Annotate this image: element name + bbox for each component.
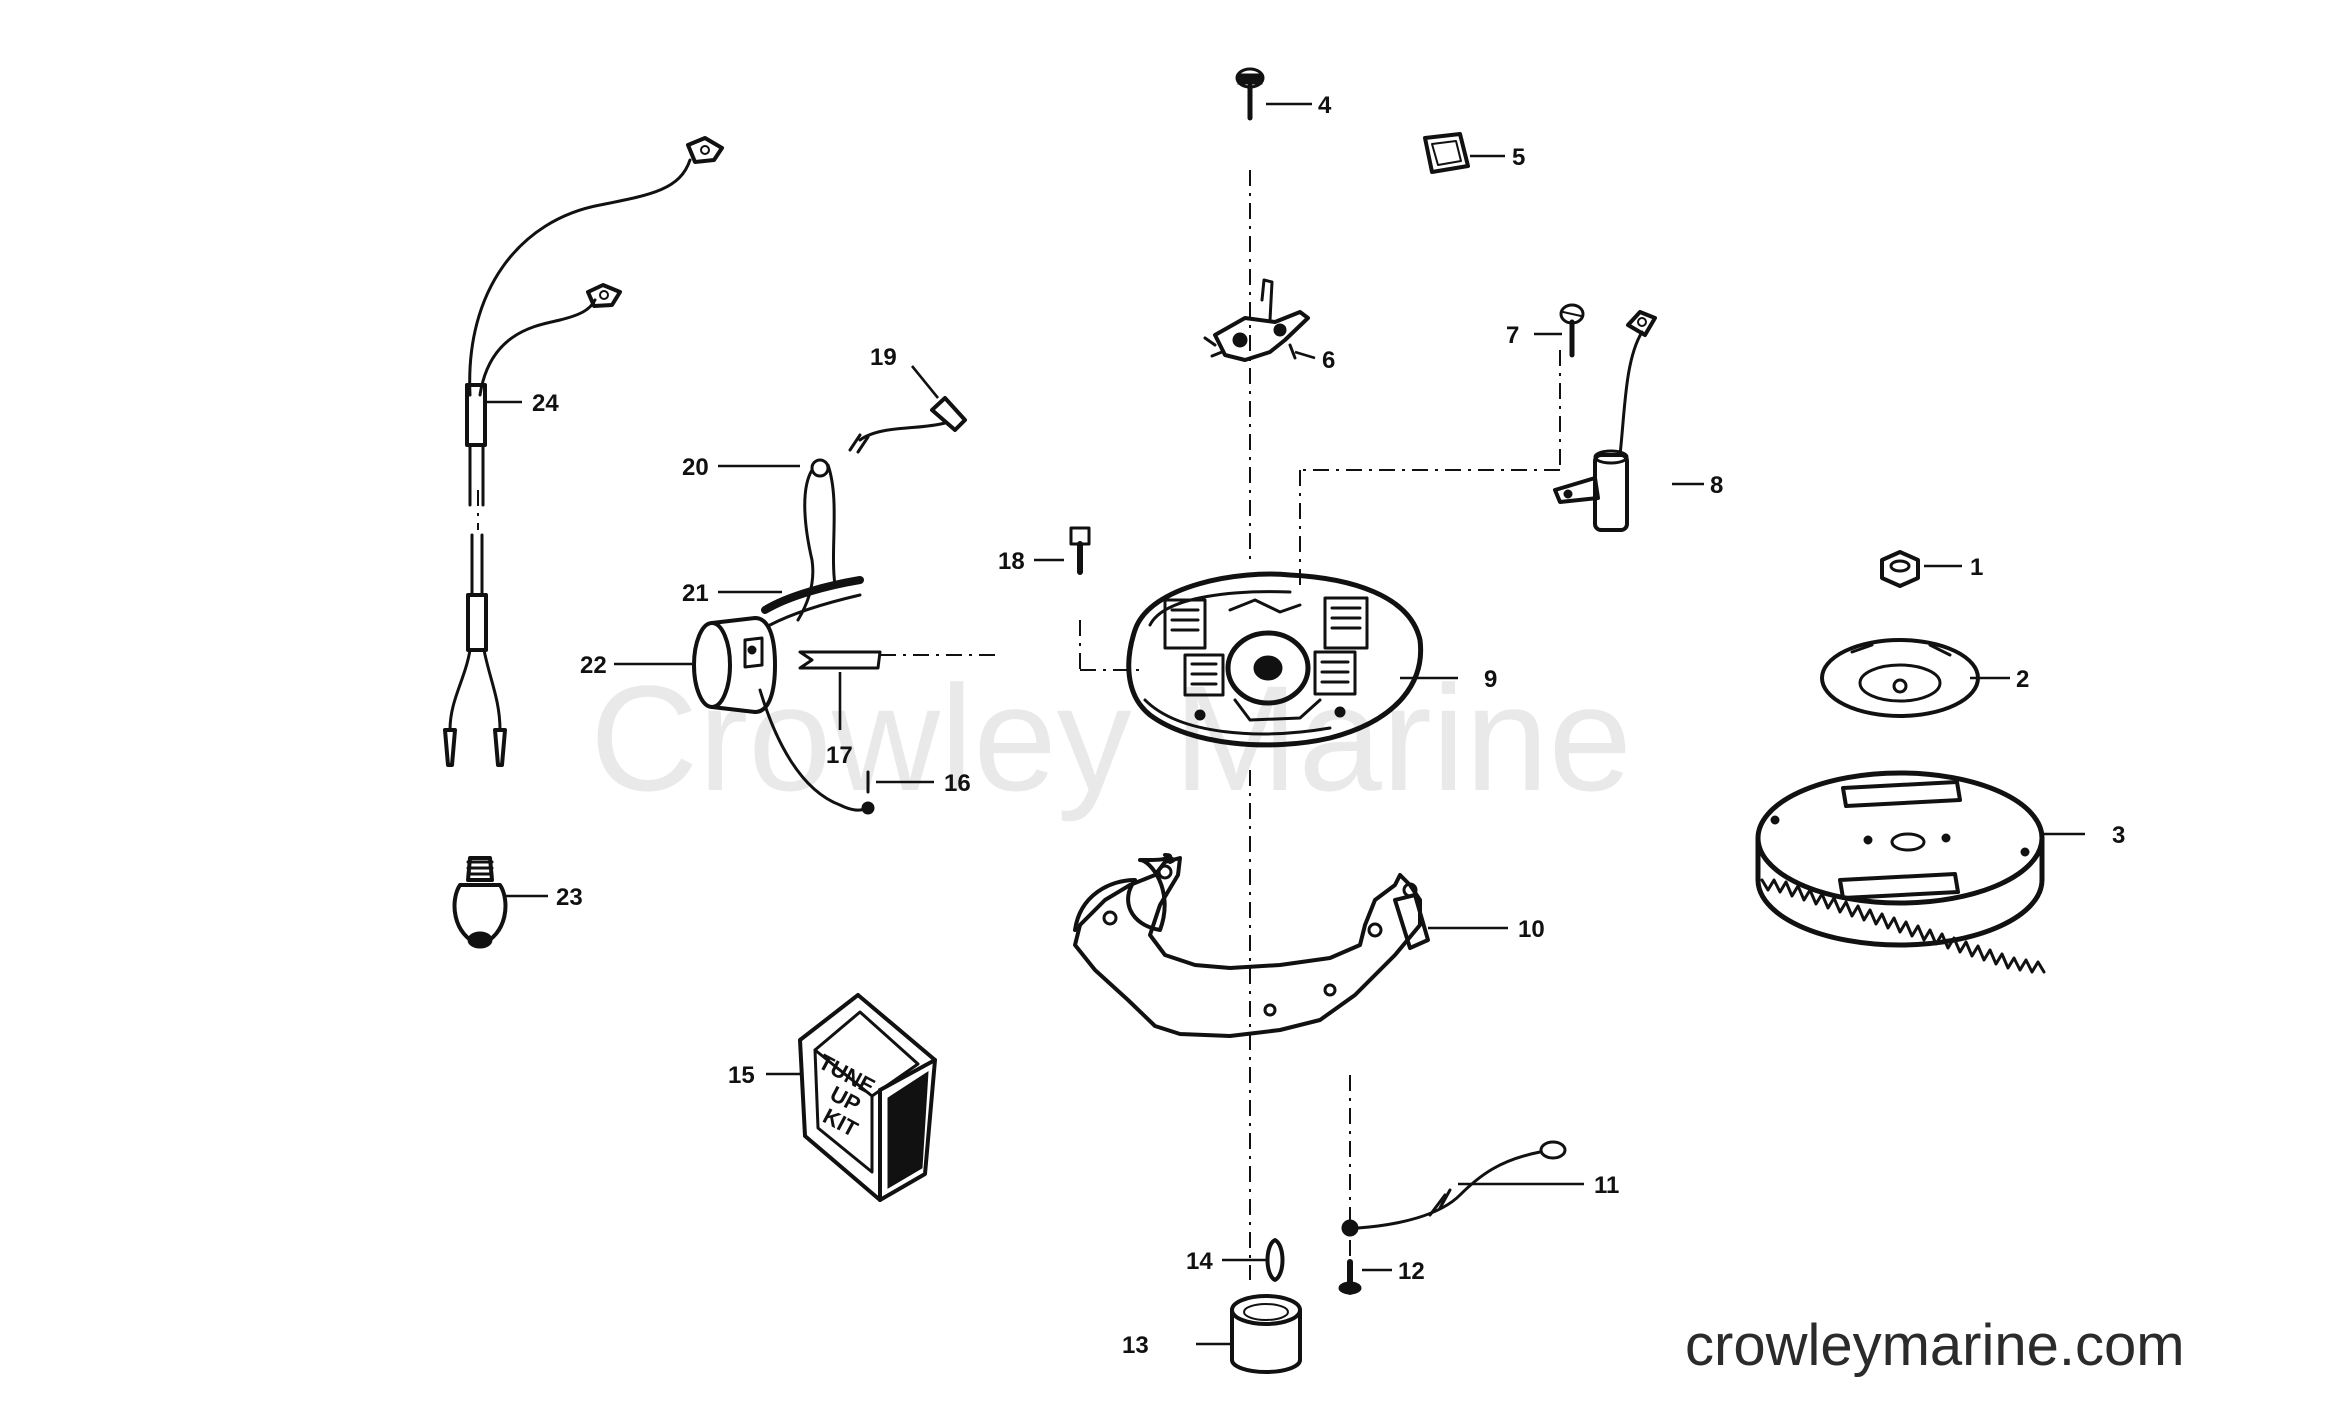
callout-20: 20 (682, 454, 709, 481)
part-22-ignition-coil (692, 458, 875, 815)
callout-labels: 1 2 3 4 5 6 7 8 9 10 11 12 13 14 15 16 1… (532, 92, 2125, 1359)
callout-19: 19 (870, 344, 897, 371)
callout-8: 8 (1710, 472, 1723, 499)
part-5-plate (1423, 132, 1470, 174)
callout-16: 16 (944, 770, 971, 797)
callout-22: 22 (580, 652, 607, 679)
part-13-bushing (1230, 1294, 1302, 1374)
callout-2: 2 (2016, 666, 2029, 693)
callout-4: 4 (1318, 92, 1332, 119)
part-15-tune-up-kit: TUNE UP KIT (798, 993, 937, 1202)
callout-9: 9 (1484, 666, 1497, 693)
callout-6: 6 (1322, 347, 1335, 374)
callout-6-leader (1294, 350, 1316, 360)
callout-13: 13 (1122, 1332, 1149, 1359)
part-1-nut (1880, 550, 1920, 588)
part-8-condenser (1553, 310, 1657, 532)
website-url: crowleymarine.com (1685, 1313, 2185, 1378)
callout-11: 11 (1594, 1172, 1619, 1199)
part-11-wire-lead (1341, 1140, 1567, 1237)
part-24-wire-harness (443, 136, 724, 767)
callout-21: 21 (682, 580, 709, 607)
part-23-spark-plug (452, 856, 508, 949)
callout-18: 18 (998, 548, 1025, 575)
callout-24: 24 (532, 390, 559, 417)
part-4-screw (1235, 67, 1265, 121)
part-3-flywheel (1755, 770, 2046, 974)
callout-10: 10 (1518, 916, 1545, 943)
callout-5: 5 (1512, 144, 1525, 171)
callout-3: 3 (2112, 822, 2125, 849)
part-18-screw (1069, 526, 1091, 575)
part-9-armature-plate (1126, 571, 1424, 748)
callout-23: 23 (556, 884, 583, 911)
callout-19-leader (910, 365, 940, 399)
part-12-screw (1338, 1259, 1362, 1295)
part-7-screw (1559, 303, 1585, 358)
callout-14: 14 (1186, 1248, 1213, 1275)
watermark-text: Crowley Marine (590, 654, 1632, 822)
callout-7: 7 (1506, 322, 1519, 349)
assembly-axis-lines (477, 170, 1561, 1280)
part-2-retainer (1820, 638, 1980, 718)
part-17-key-strip (798, 650, 882, 670)
callout-1: 1 (1970, 554, 1983, 581)
callout-12: 12 (1398, 1258, 1425, 1285)
part-14-key (1265, 1238, 1285, 1282)
callout-15: 15 (728, 1062, 755, 1089)
part-6-breaker-points (1203, 278, 1310, 362)
part-10-cam-plate (1073, 853, 1430, 1038)
part-19-spark-plug-boot (848, 396, 967, 454)
callout-17: 17 (826, 742, 853, 769)
